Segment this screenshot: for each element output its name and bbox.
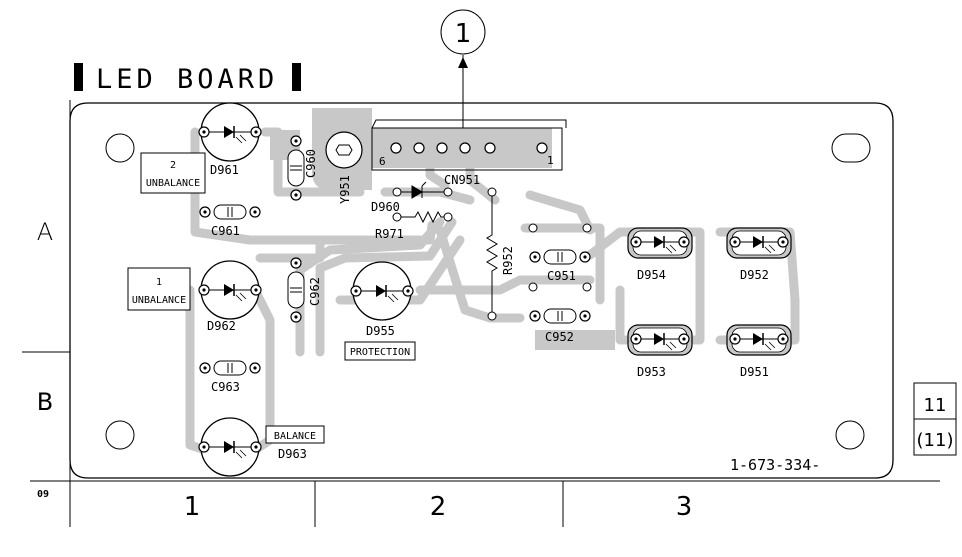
led-square-group	[627, 227, 792, 356]
label-d961: D961	[210, 163, 239, 177]
y951-component	[325, 131, 363, 169]
capacitor-c963	[199, 360, 261, 376]
unbalance-2-text: UNBALANCE	[146, 178, 200, 189]
protection-text: PROTECTION	[350, 347, 410, 358]
led-d953	[627, 324, 693, 356]
capacitor-c952	[529, 308, 591, 324]
led-d951	[726, 324, 792, 356]
connector-pin-6: 6	[379, 155, 386, 168]
label-d962: D962	[207, 319, 236, 333]
balance-text: BALANCE	[274, 431, 316, 442]
led-d955	[350, 261, 414, 321]
label-d955: D955	[366, 324, 395, 338]
title-bracket-left	[74, 63, 83, 91]
label-cn951: CN951	[444, 173, 480, 187]
capacitor-group	[199, 135, 591, 376]
led-d961	[198, 102, 262, 162]
unbalance-1-number: 1	[156, 277, 162, 288]
protection-box	[344, 341, 416, 361]
led-d952	[726, 227, 792, 259]
label-d960: D960	[371, 200, 400, 214]
col-label-1: 1	[184, 492, 201, 522]
row-label-a: A	[37, 218, 53, 246]
diode-d960	[392, 181, 453, 199]
capacitor-c960	[287, 135, 305, 201]
capacitor-c962	[287, 257, 305, 323]
unbalance-1-text: UNBALANCE	[132, 295, 186, 306]
title-bracket-right	[292, 63, 301, 91]
label-r952: R952	[501, 246, 515, 275]
capacitor-c951	[529, 249, 591, 265]
label-c952: C952	[545, 330, 574, 344]
unbalance-2-box	[140, 152, 206, 194]
label-d952: D952	[740, 268, 769, 282]
led-round-group	[198, 102, 414, 477]
corner-label: 09	[37, 489, 49, 500]
col-label-2: 2	[430, 492, 447, 522]
capacitor-c961	[199, 204, 261, 220]
led-d963	[198, 417, 262, 477]
connector-pin-1: 1	[547, 154, 554, 167]
led-d954	[627, 227, 693, 259]
label-c963: C963	[211, 380, 240, 394]
label-c960: C960	[304, 149, 318, 178]
board-number: 1-673-334-	[730, 456, 820, 474]
led-d962	[198, 260, 262, 320]
resistor-r952	[486, 187, 498, 321]
board-title: LED BOARD	[96, 64, 278, 95]
row-label-b: B	[37, 388, 53, 416]
connector-cn951	[371, 119, 567, 171]
resistor-r971	[392, 210, 453, 224]
unbalance-2-number: 2	[170, 160, 176, 171]
label-d954: D954	[637, 268, 666, 282]
unbalance-1-box	[127, 267, 191, 311]
label-d951: D951	[740, 365, 769, 379]
label-d953: D953	[637, 365, 666, 379]
extra-pads	[528, 223, 592, 292]
col-label-3: 3	[676, 492, 693, 522]
label-y951: Y951	[338, 175, 352, 204]
connector-callout	[440, 9, 486, 128]
label-c961: C961	[211, 224, 240, 238]
label-c951: C951	[547, 269, 576, 283]
label-d963: D963	[278, 447, 307, 461]
callout-number: 1	[455, 19, 472, 49]
label-c962: C962	[308, 277, 322, 306]
balance-box	[265, 425, 325, 444]
page-number: 11	[924, 395, 947, 416]
label-r971: R971	[375, 227, 404, 241]
page-number-paren: (11)	[917, 430, 954, 451]
mounting-holes	[105, 133, 871, 450]
